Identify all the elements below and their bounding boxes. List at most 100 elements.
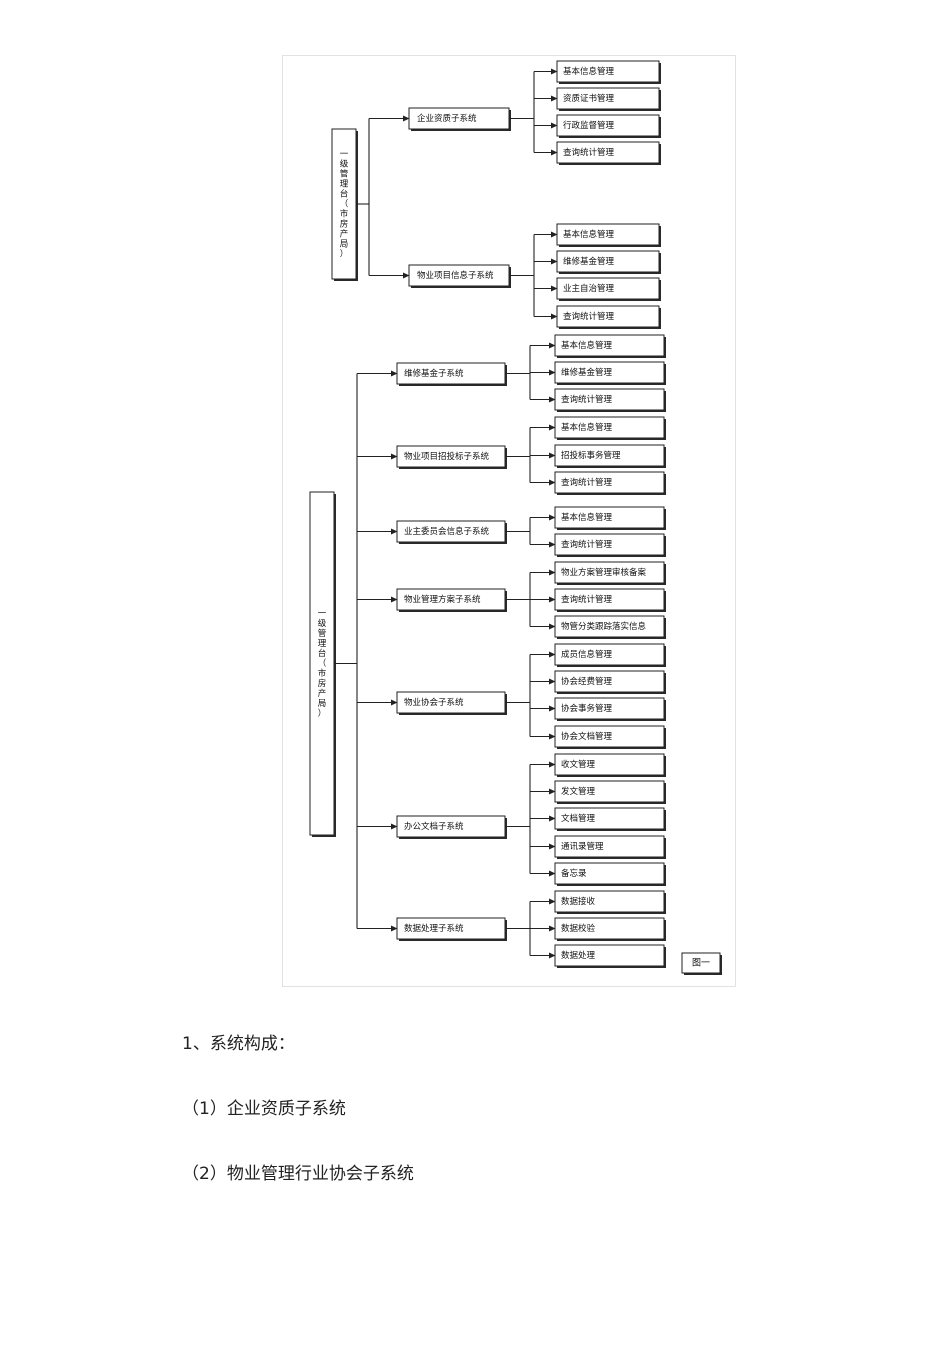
svg-text:一: 一 [318,609,327,619]
svg-text:产: 产 [318,688,327,699]
node-label: 文档管理 [561,813,596,824]
leaf-box [554,388,665,411]
svg-text:（: （ [318,658,327,669]
leaf-box [554,416,665,439]
leaf-box [554,835,665,858]
node-label: 查询统计管理 [561,477,613,488]
node-label: 数据接收 [561,896,596,907]
svg-text:级: 级 [340,159,349,170]
node-label: 查询统计管理 [561,539,613,550]
leaf-box [554,561,665,584]
leaf-box [554,780,665,803]
node-label: 物业管理方案子系统 [404,594,481,605]
leaf-box [556,277,660,300]
svg-text:局: 局 [340,240,349,250]
list-item-2: （2）物业管理行业协会子系统 [182,1164,414,1184]
svg-text:一: 一 [340,150,349,160]
leaf-box [554,533,665,556]
svg-text:市: 市 [340,209,349,220]
leaf-box [554,807,665,830]
leaf-box [554,334,665,357]
leaf-box [554,944,665,967]
node-label: 发文管理 [561,786,596,797]
leaf-box [554,917,665,940]
node-label: 资质证书管理 [563,93,615,104]
leaf-box [554,862,665,885]
leaf-box [554,506,665,529]
leaf-box [556,60,660,83]
node-label: 基本信息管理 [563,229,615,240]
node-label: 数据处理 [561,950,596,961]
node-label: 查询统计管理 [563,311,615,322]
system-structure-diagram: 一级管理台（市房产局）企业资质子系统基本信息管理资质证书管理行政监督管理查询统计… [282,55,736,987]
node-label: 查询统计管理 [561,394,613,405]
section-heading: 1、系统构成： [182,1034,295,1054]
leaf-box [556,223,660,246]
leaf-box [554,670,665,693]
node-label: 成员信息管理 [561,649,613,660]
node-label: 数据处理子系统 [404,923,464,934]
leaf-box [554,643,665,666]
diagram-canvas: 一级管理台（市房产局）企业资质子系统基本信息管理资质证书管理行政监督管理查询统计… [309,60,722,975]
node-label: 物业协会子系统 [404,697,464,708]
node-label: 基本信息管理 [561,512,613,523]
svg-text:管: 管 [318,628,327,639]
leaf-box [556,87,660,110]
node-label: 物业项目招投标子系统 [404,451,490,462]
leaf-box [556,250,660,273]
svg-text:台: 台 [318,648,327,659]
node-label: 协会经费管理 [561,676,613,687]
node-label: 物业方案管理审核备案 [561,567,647,578]
node-label: 招投标事务管理 [561,450,621,461]
node-label: 查询统计管理 [561,594,613,605]
svg-text:房: 房 [318,678,327,689]
svg-text:理: 理 [318,639,327,649]
svg-text:局: 局 [318,699,327,709]
node-label: 基本信息管理 [561,422,613,433]
svg-text:产: 产 [340,229,349,240]
leaf-box [556,305,660,328]
svg-text:管: 管 [340,169,349,180]
leaf-box [554,444,665,467]
svg-text:理: 理 [340,180,349,190]
leaf-box [554,361,665,384]
node-label: 维修基金管理 [563,256,615,267]
node-label: 基本信息管理 [563,66,615,77]
leaf-box [554,725,665,748]
svg-text:台: 台 [340,189,349,200]
node-label: 维修基金子系统 [404,368,464,379]
root-box-top [331,128,357,280]
node-label: 协会文档管理 [561,731,613,742]
node-label: 业主委员会信息子系统 [404,526,490,537]
node-label: 通讯录管理 [561,841,604,852]
node-label: 行政监督管理 [563,120,615,131]
node-label: 备忘录 [561,868,587,879]
node-label: 维修基金管理 [561,367,613,378]
svg-text:市: 市 [318,668,327,679]
node-label: 企业资质子系统 [417,113,477,124]
leaf-box [556,114,660,137]
node-label: 协会事务管理 [561,703,613,714]
leaf-box [554,890,665,913]
leaf-box [554,588,665,611]
node-label: 基本信息管理 [561,340,613,351]
node-label: 数据校验 [561,923,596,934]
leaf-box [554,753,665,776]
svg-text:）: ） [340,249,349,260]
svg-text:）: ） [318,708,327,719]
node-label: 物管分类跟踪落实信息 [561,621,647,632]
node-label: 图一 [692,958,710,969]
node-label: 办公文档子系统 [404,821,464,832]
figure-label-box [681,952,721,974]
svg-text:（: （ [340,199,349,210]
leaf-box [556,141,660,164]
svg-text:房: 房 [340,219,349,230]
node-label: 业主自治管理 [563,283,615,294]
leaf-box [554,697,665,720]
leaf-box [554,615,665,638]
node-label: 查询统计管理 [563,147,615,158]
svg-text:级: 级 [318,618,327,629]
leaf-box [554,471,665,494]
